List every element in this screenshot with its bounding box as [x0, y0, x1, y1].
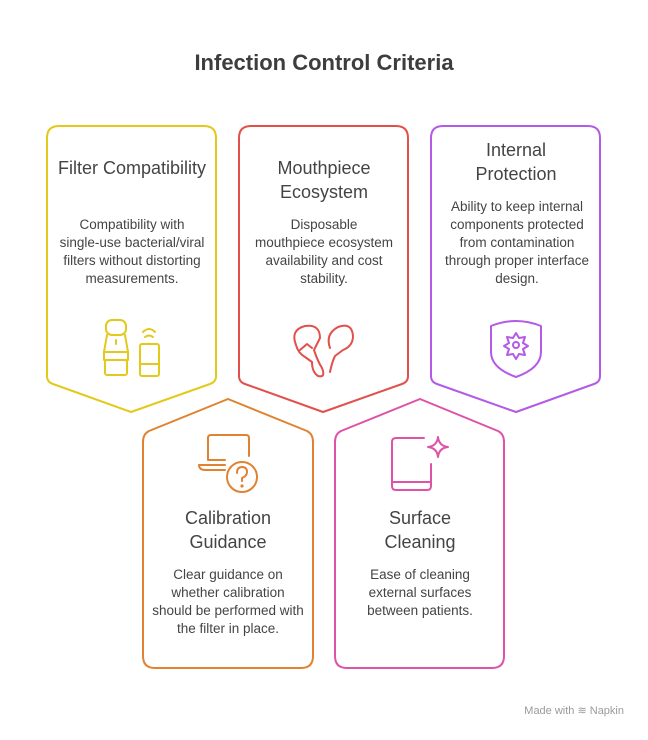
card-description-surface: Ease of cleaning external surfaces betwe… [367, 567, 473, 618]
filter-device-icon [103, 319, 160, 377]
mouthpiece-icon [293, 324, 354, 378]
card-title-mouthpiece: Mouthpiece Ecosystem [277, 158, 371, 202]
card-description-mouthpiece: Disposable mouthpiece ecosystem availabi… [254, 217, 394, 286]
card-description-filter: Compatibility with single-use bacterial/… [59, 217, 205, 286]
page-title: Infection Control Criteria [194, 50, 454, 75]
card-title-internal: Internal Protection [475, 140, 557, 184]
tablet-sparkle-icon [391, 436, 449, 491]
card-outline-internal [430, 125, 601, 413]
card-title-surface: Surface Cleaning [384, 508, 456, 552]
card-description-internal: Ability to keep internal components prot… [444, 199, 590, 286]
card-title-calibration: Calibration Guidance [184, 508, 272, 552]
card-description-calibration: Clear guidance on whether calibration sh… [152, 567, 304, 636]
card-outline-surface [334, 398, 505, 669]
laptop-question-icon [198, 434, 258, 493]
napkin-watermark: Made with ≋ Napkin [524, 705, 624, 717]
shield-gear-icon [490, 320, 542, 378]
card-outline-calibration [142, 398, 314, 669]
card-title-filter: Filter Compatibility [57, 158, 207, 178]
card-outline-mouthpiece [238, 125, 409, 413]
card-outline-filter [46, 125, 217, 413]
